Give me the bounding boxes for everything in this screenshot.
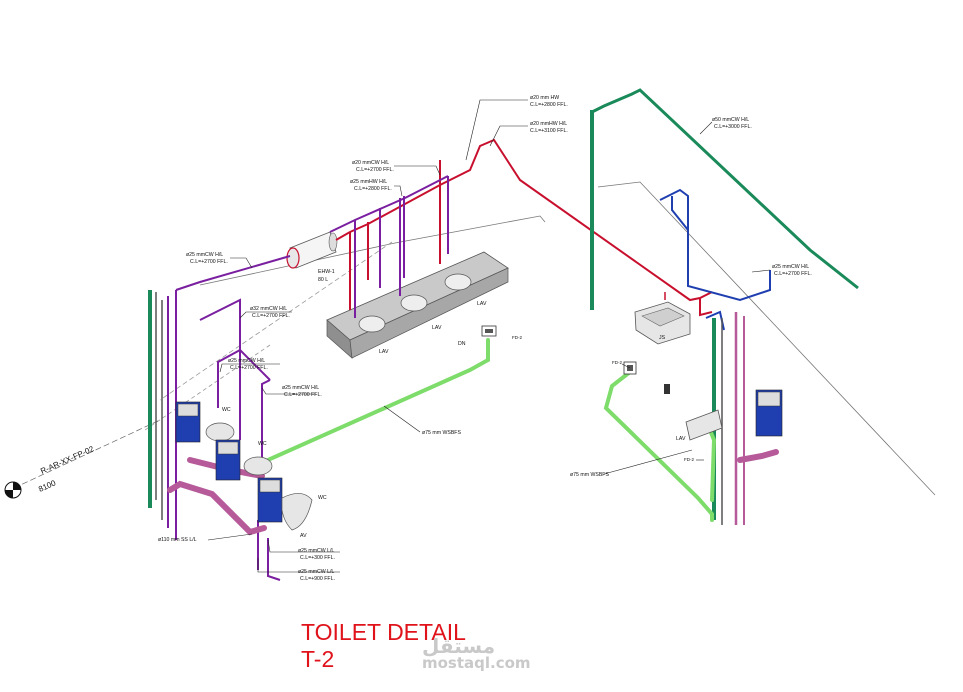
label-cw32-a: ø32 mmCW H/L	[250, 306, 287, 312]
label-wc-2: WC	[258, 441, 267, 447]
wc-1	[175, 401, 235, 443]
label-cwll1-b: C.L=+300 FFL.	[300, 555, 335, 561]
label-lav-4: LAV	[676, 436, 686, 442]
label-mhw25-b: C.L=+2800 FFL.	[354, 186, 392, 192]
wc-3	[257, 477, 313, 531]
watermark-latin: mostaql.com	[422, 654, 531, 672]
basin-1	[358, 315, 386, 333]
section-ref: R-AR-XX-FP-02	[39, 444, 96, 476]
label-hw20-a: ø20 mm HW	[530, 95, 559, 101]
drawing-title: TOILET DETAIL T-2	[301, 619, 466, 673]
label-wc-3: WC	[318, 495, 327, 501]
label-fd2-right: FD-2	[612, 360, 622, 365]
label-cw25n-b: C.L=+2700 FFL.	[284, 392, 322, 398]
label-lav-3: LAV	[477, 301, 487, 307]
label-js: JS	[659, 335, 666, 341]
basin-3	[444, 273, 472, 291]
label-mhw25-a: ø25 mmHW H/L	[350, 179, 387, 185]
wc-units	[175, 389, 783, 531]
label-cwll2-a: ø25 mmCW L/L	[298, 569, 334, 575]
waste-drain-pipes	[248, 338, 717, 522]
label-lav-2: LAV	[432, 325, 442, 331]
watermark: مستقل mostaql.com	[422, 634, 531, 672]
floor-outline	[144, 181, 936, 496]
title-line-1: TOILET DETAIL	[301, 619, 466, 645]
label-ss110: ø110 mm SS L/L	[158, 537, 197, 543]
label-cw20-a: ø20 mmCW H/L	[352, 160, 389, 166]
label-fd2-lower: FD-2	[684, 457, 694, 462]
label-mhw20-a: ø20 mmHW H/L	[530, 121, 567, 127]
label-av: AV	[300, 533, 307, 539]
vanity-counter	[326, 251, 509, 359]
label-hw20-b: C.L=+2800 FFL.	[530, 102, 568, 108]
label-heater-cap: 80 L	[318, 277, 328, 283]
label-cw25r-a: ø25 mmCW H/L	[772, 264, 809, 270]
label-wsbfs-left: ø75 mm WSBFS	[422, 430, 461, 436]
label-lav-1: LAV	[379, 349, 389, 355]
label-cwll2-b: C.L=+900 FFL.	[300, 576, 335, 582]
label-mhw20-b: C.L=+3100 FFL.	[530, 128, 568, 134]
label-heater-tag: EHW-1	[318, 269, 335, 275]
label-dn: DN	[458, 341, 466, 347]
wc-4-right	[755, 389, 783, 437]
pipe-labels: ø20 mm HW C.L=+2800 FFL. ø20 mmHW H/L C.…	[158, 95, 812, 582]
water-heater	[286, 231, 338, 269]
floor-drain-fd2-top	[481, 325, 497, 337]
label-cw25n-a: ø25 mmCW H/L	[282, 385, 319, 391]
section-number: 8100	[37, 478, 57, 494]
label-wsbfs-right: ø75 mm WSBFS	[570, 472, 609, 478]
label-wc-1: WC	[222, 407, 231, 413]
basin-2	[400, 294, 428, 312]
watermark-arabic: مستقل	[422, 634, 496, 658]
label-cw25l-a: ø25 mmCW H/L	[186, 252, 223, 258]
label-cw50-b: C.L=+3000 FFL.	[714, 124, 752, 130]
janitor-sink	[634, 301, 691, 345]
label-cw25m-b: C.L=+2700 FFL.	[230, 365, 268, 371]
cold-water-branch-pipes	[167, 175, 449, 581]
wc-2	[215, 439, 273, 481]
label-cw50-a: ø50 mmCW H/L	[712, 117, 749, 123]
label-cw20-b: C.L=+2700 FFL.	[356, 167, 394, 173]
label-fd2-top: FD-2	[512, 335, 522, 340]
leader-lines	[207, 99, 771, 573]
label-cw25r-b: C.L=+2700 FFL.	[774, 271, 812, 277]
floor-drain-box	[664, 384, 670, 394]
label-cwll1-a: ø25 mmCW L/L	[298, 548, 334, 554]
section-marker: R-AR-XX-FP-02 8100	[4, 419, 161, 499]
label-cw32-b: C.L=+2700 FFL.	[252, 313, 290, 319]
lav-right	[685, 409, 723, 441]
label-cw25l-b: C.L=+2700 FFL.	[190, 259, 228, 265]
title-line-2: T-2	[301, 646, 335, 672]
label-cw25m-a: ø25 mmCW H/L	[228, 358, 265, 364]
